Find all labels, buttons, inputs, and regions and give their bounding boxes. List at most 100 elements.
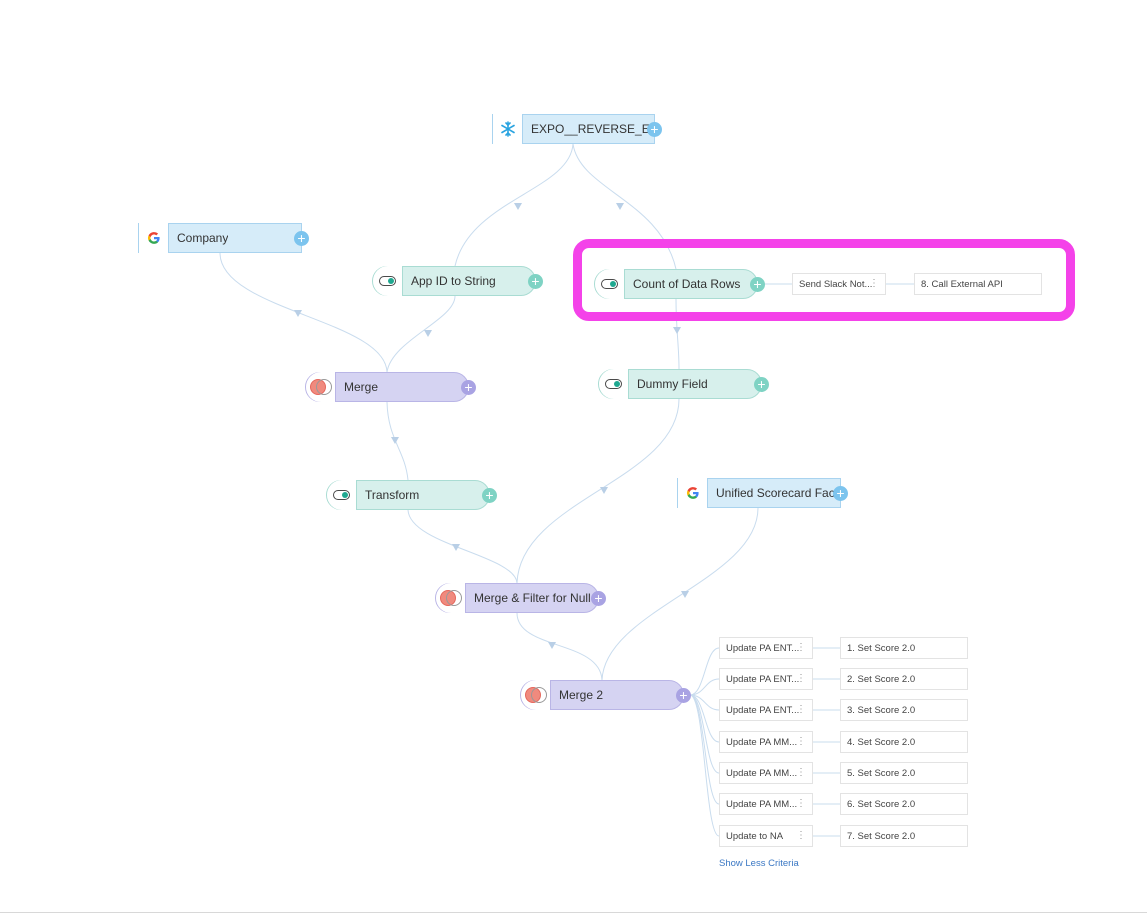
node-label: Merge & Filter for Null ... — [474, 591, 598, 605]
edge-arrow — [452, 544, 460, 551]
criteria-label: Update PA ENT... — [726, 704, 800, 716]
action-label: 3. Set Score 2.0 — [847, 704, 916, 716]
add-step-button[interactable]: + — [647, 122, 662, 137]
action-item[interactable]: 7. Set Score 2.0 — [840, 825, 968, 847]
kebab-menu-icon[interactable]: ⋮ — [796, 830, 806, 841]
action-label: 4. Set Score 2.0 — [847, 736, 916, 748]
add-step-button[interactable]: + — [482, 488, 497, 503]
node-merge-filter-null[interactable]: Merge & Filter for Null ... + — [435, 583, 606, 613]
criteria-item[interactable]: Update PA ENT...⋮ — [719, 637, 813, 659]
action-call-external-api[interactable]: 8. Call External API — [914, 273, 1042, 295]
edge-connector — [386, 295, 456, 373]
criteria-label: Update PA ENT... — [726, 642, 800, 654]
node-label: Merge 2 — [559, 688, 604, 702]
venn-icon — [521, 680, 551, 710]
action-item[interactable]: 3. Set Score 2.0 — [840, 699, 968, 721]
edge-connector — [516, 398, 680, 584]
action-item[interactable]: 6. Set Score 2.0 — [840, 793, 968, 815]
criteria-send-slack-notification[interactable]: Send Slack Not... ⋮ — [792, 273, 886, 295]
node-label: Company — [177, 231, 229, 245]
criteria-label: Update PA MM... — [726, 736, 798, 748]
action-label: 8. Call External API — [921, 278, 1003, 290]
add-step-button[interactable]: + — [294, 231, 309, 246]
edge-connector — [516, 612, 603, 681]
node-dummy-field[interactable]: Dummy Field + — [598, 369, 769, 399]
action-label: 1. Set Score 2.0 — [847, 642, 916, 654]
node-merge[interactable]: Merge + — [305, 372, 476, 402]
criteria-item[interactable]: Update PA MM...⋮ — [719, 762, 813, 784]
edge-connector — [601, 507, 759, 681]
action-item[interactable]: 2. Set Score 2.0 — [840, 668, 968, 690]
edge-connector — [454, 143, 574, 267]
edge-connector — [572, 143, 677, 270]
google-icon — [139, 223, 169, 253]
add-step-button[interactable]: + — [528, 274, 543, 289]
toggle-icon — [327, 480, 357, 510]
action-item[interactable]: 5. Set Score 2.0 — [840, 762, 968, 784]
criteria-item[interactable]: Update PA MM...⋮ — [719, 731, 813, 753]
snowflake-icon — [493, 114, 523, 144]
toggle-icon — [595, 269, 625, 299]
criteria-label: Update PA MM... — [726, 767, 798, 779]
node-transform[interactable]: Transform + — [326, 480, 497, 510]
kebab-menu-icon[interactable]: ⋮ — [796, 673, 806, 684]
criteria-label: Update PA MM... — [726, 798, 798, 810]
edge-connector — [689, 647, 720, 696]
node-app-id-to-string[interactable]: App ID to String + — [372, 266, 543, 296]
edge-connector — [407, 509, 518, 584]
edge-arrow — [514, 203, 522, 210]
edge-connector — [689, 694, 720, 837]
node-count-of-data-rows[interactable]: Count of Data Rows + — [594, 269, 765, 299]
add-step-button[interactable]: + — [676, 688, 691, 703]
node-expo-reverse-etl[interactable]: EXPO__REVERSE_ETL_... + — [492, 114, 662, 144]
kebab-menu-icon[interactable]: ⋮ — [796, 642, 806, 653]
edge-connector — [675, 298, 680, 370]
node-company[interactable]: Company + — [138, 223, 309, 253]
edge-arrow — [424, 330, 432, 337]
kebab-menu-icon[interactable]: ⋮ — [796, 767, 806, 778]
action-item[interactable]: 4. Set Score 2.0 — [840, 731, 968, 753]
venn-icon — [436, 583, 466, 613]
criteria-item[interactable]: Update to NA ⋮ — [719, 825, 813, 847]
canvas-bottom-border — [0, 912, 1147, 913]
edge-arrow — [673, 327, 681, 334]
edge-connector — [689, 678, 720, 696]
criteria-label: Send Slack Not... — [799, 278, 873, 290]
node-label: Transform — [365, 488, 420, 502]
action-label: 6. Set Score 2.0 — [847, 798, 916, 810]
action-label: 5. Set Score 2.0 — [847, 767, 916, 779]
edge-connector — [219, 252, 388, 373]
add-step-button[interactable]: + — [754, 377, 769, 392]
show-less-criteria-link[interactable]: Show Less Criteria — [719, 858, 799, 869]
edge-arrow — [681, 591, 689, 598]
edge-arrow — [616, 203, 624, 210]
edge-arrow — [548, 642, 556, 649]
kebab-menu-icon[interactable]: ⋮ — [796, 736, 806, 747]
node-unified-scorecard-fact[interactable]: Unified Scorecard Fact ... + — [677, 478, 848, 508]
add-step-button[interactable]: + — [833, 486, 848, 501]
add-step-button[interactable]: + — [750, 277, 765, 292]
edge-arrow — [294, 310, 302, 317]
criteria-item[interactable]: Update PA ENT...⋮ — [719, 699, 813, 721]
node-label: App ID to String — [411, 274, 496, 288]
venn-icon — [306, 372, 336, 402]
google-icon — [678, 478, 708, 508]
toggle-icon — [373, 266, 403, 296]
node-label: Merge — [344, 380, 379, 394]
edge-arrow — [391, 437, 399, 444]
kebab-menu-icon[interactable]: ⋮ — [869, 278, 879, 289]
criteria-label: Update to NA — [726, 830, 784, 842]
node-merge-2[interactable]: Merge 2 + — [520, 680, 691, 710]
action-item[interactable]: 1. Set Score 2.0 — [840, 637, 968, 659]
edge-connector — [386, 401, 409, 481]
add-step-button[interactable]: + — [591, 591, 606, 606]
toggle-icon — [599, 369, 629, 399]
kebab-menu-icon[interactable]: ⋮ — [796, 798, 806, 809]
kebab-menu-icon[interactable]: ⋮ — [796, 704, 806, 715]
add-step-button[interactable]: + — [461, 380, 476, 395]
action-label: 7. Set Score 2.0 — [847, 830, 916, 842]
criteria-item[interactable]: Update PA MM...⋮ — [719, 793, 813, 815]
criteria-item[interactable]: Update PA ENT...⋮ — [719, 668, 813, 690]
